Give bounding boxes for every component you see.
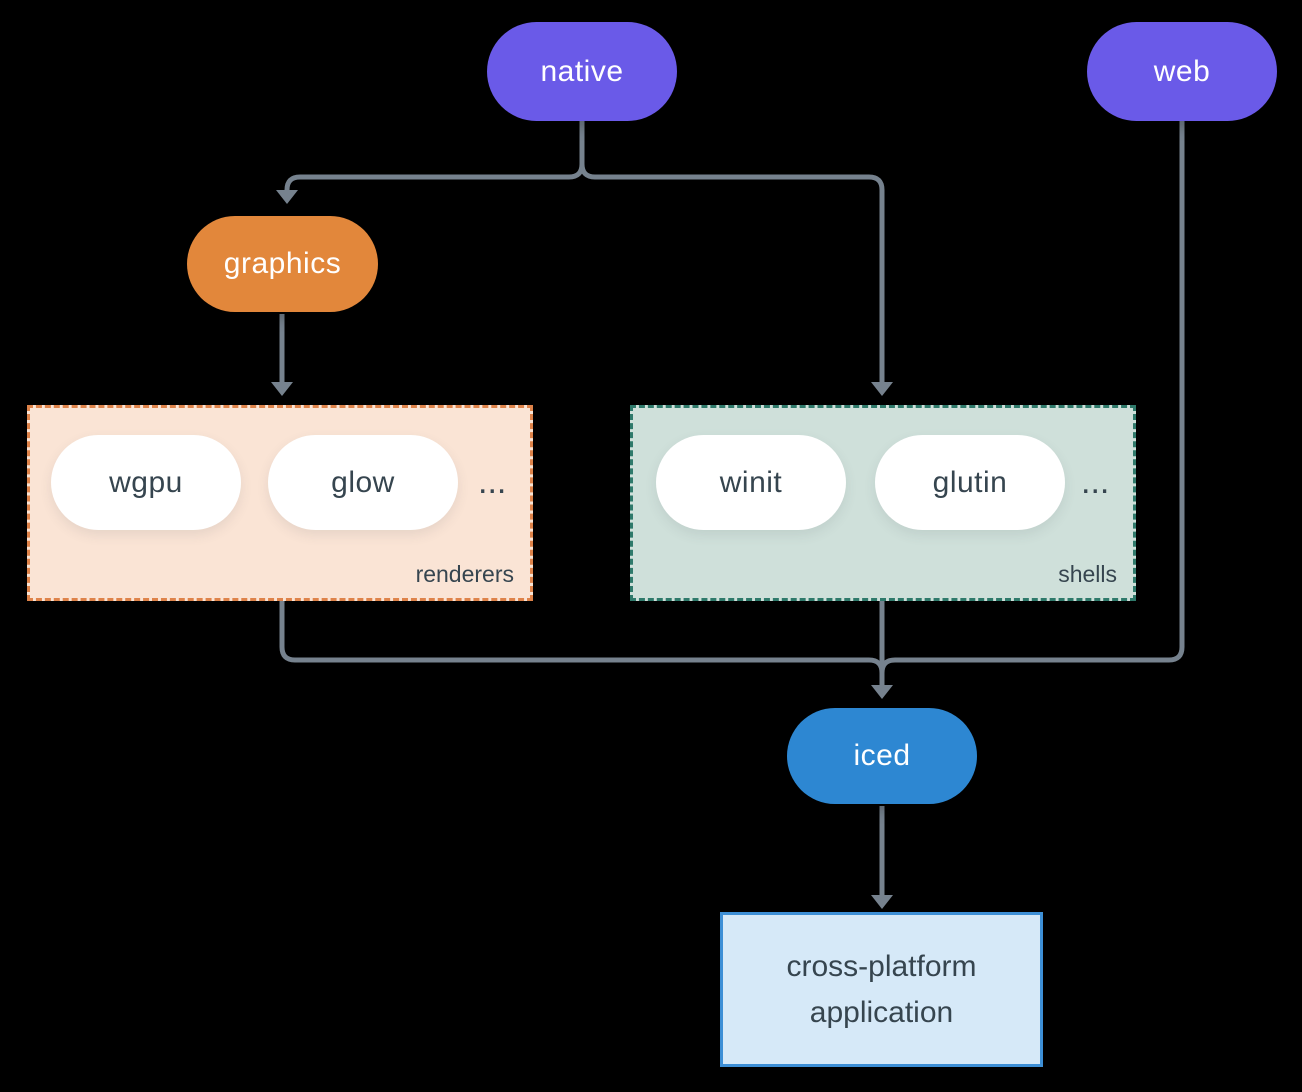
node-wgpu-label: wgpu: [109, 465, 183, 499]
node-iced-label: iced: [853, 739, 911, 772]
node-native: native: [487, 22, 677, 121]
renderers-ellipsis: ...: [478, 463, 507, 501]
node-winit: winit: [656, 435, 846, 530]
node-glutin: glutin: [875, 435, 1065, 530]
node-web: web: [1087, 22, 1277, 121]
node-graphics-label: graphics: [223, 247, 342, 280]
node-wgpu: wgpu: [51, 435, 241, 530]
application-label-line1: cross-platform: [786, 949, 977, 983]
shells-ellipsis: ...: [1081, 463, 1110, 501]
edge-renderers-junction: [279, 600, 885, 674]
node-winit-label: winit: [719, 465, 783, 499]
edge-native-shells: [579, 121, 893, 396]
node-cross-platform-application: cross-platform application: [720, 912, 1043, 1067]
node-web-label: web: [1153, 54, 1211, 88]
node-glow-label: glow: [331, 465, 395, 499]
node-glow: glow: [268, 435, 458, 530]
node-iced: iced: [787, 708, 977, 804]
group-renderers: wgpu glow ... renderers: [27, 405, 533, 601]
group-renderers-label: renderers: [415, 561, 514, 587]
node-native-label: native: [540, 54, 624, 88]
group-shells-label: shells: [1058, 561, 1117, 587]
node-graphics: graphics: [187, 216, 378, 312]
edge-native-graphics: [276, 121, 585, 204]
group-shells: winit glutin ... shells: [630, 405, 1136, 601]
application-label-line2: application: [809, 995, 954, 1029]
node-glutin-label: glutin: [932, 465, 1008, 499]
